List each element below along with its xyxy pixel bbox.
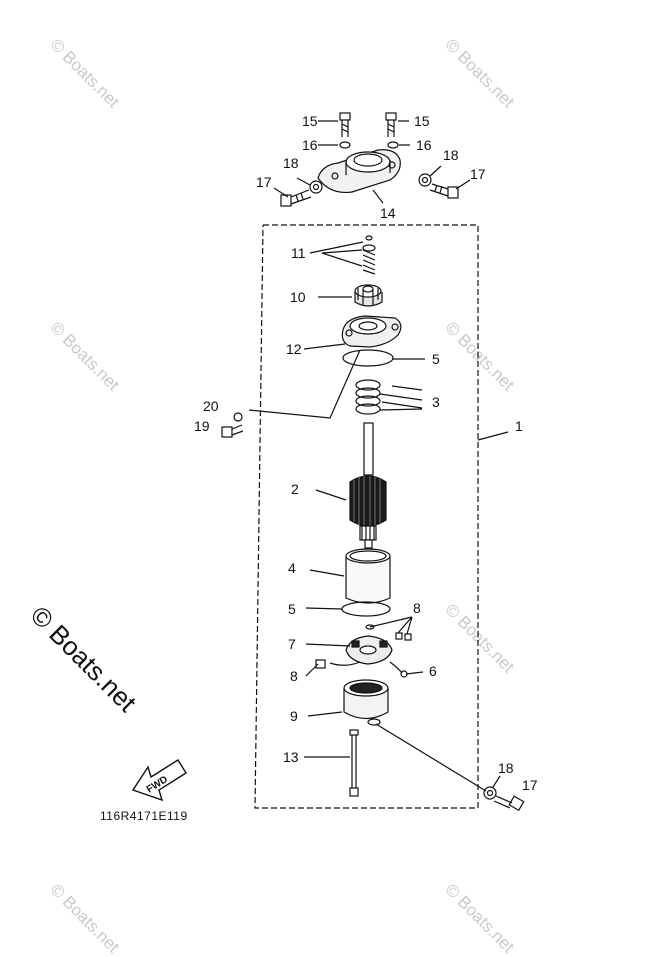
nut-18-right xyxy=(418,173,432,187)
armature-2 xyxy=(349,422,387,549)
callout-11: 11 xyxy=(291,245,306,261)
callout-3: 3 xyxy=(432,394,440,410)
bolt-17-right xyxy=(429,183,459,199)
callout-17: 17 xyxy=(522,777,538,793)
callout-20: 20 xyxy=(203,398,219,414)
fwd-arrow-icon xyxy=(131,759,187,802)
callout-16: 16 xyxy=(302,137,318,153)
upper-housing-12 xyxy=(341,315,402,348)
callout-6: 6 xyxy=(429,663,437,679)
yoke-4 xyxy=(345,548,391,604)
callout-2: 2 xyxy=(291,481,299,497)
top-bracket xyxy=(317,149,401,194)
callout-12: 12 xyxy=(286,341,302,357)
end-cap-9 xyxy=(343,679,389,726)
washer-16-left xyxy=(339,141,351,149)
brush-holder-7 xyxy=(329,635,408,678)
clip xyxy=(365,235,373,241)
callout-5: 5 xyxy=(288,601,296,617)
bolt-15-right xyxy=(385,112,397,137)
callout-18: 18 xyxy=(283,155,299,171)
callout-8: 8 xyxy=(413,600,421,616)
callout-17: 17 xyxy=(256,174,272,190)
callout-17: 17 xyxy=(470,166,486,182)
pinion-10 xyxy=(354,284,383,307)
screw-19 xyxy=(221,424,244,438)
callout-15: 15 xyxy=(302,113,318,129)
callout-19: 19 xyxy=(194,418,210,434)
bolt-17-lower xyxy=(493,795,525,812)
brush-8 xyxy=(395,632,403,640)
clip-8-lower xyxy=(315,659,326,669)
callout-8: 8 xyxy=(290,668,298,684)
washer-16-right xyxy=(387,141,399,149)
callout-18: 18 xyxy=(498,760,514,776)
washer-20 xyxy=(233,412,243,422)
callout-16: 16 xyxy=(416,137,432,153)
o-ring-5-lower xyxy=(341,601,391,617)
callout-15: 15 xyxy=(414,113,430,129)
clip-8 xyxy=(365,624,375,630)
assembly-boundary xyxy=(254,224,479,809)
parts-diagram: © Boats.net © Boats.net © Boats.net © Bo… xyxy=(25,35,538,956)
callout-9: 9 xyxy=(290,708,298,724)
bolt-15-left xyxy=(339,112,351,137)
callout-labels: 15 15 16 16 18 18 17 17 14 11 10 12 5 3 … xyxy=(145,113,538,796)
thrust-washers-3 xyxy=(355,379,381,415)
callout-13: 13 xyxy=(283,749,299,765)
through-bolt-13 xyxy=(349,729,359,797)
callout-10: 10 xyxy=(290,289,306,305)
callout-4: 4 xyxy=(288,560,296,576)
callout-7: 7 xyxy=(288,636,296,652)
brush-8 xyxy=(404,633,412,641)
exploded-view: 15 15 16 16 18 18 17 17 14 11 10 12 5 3 … xyxy=(131,112,538,812)
callout-1: 1 xyxy=(515,418,523,434)
diagram-code: 116R4171E119 xyxy=(100,809,188,823)
o-ring-5 xyxy=(342,349,394,367)
callout-14: 14 xyxy=(380,205,396,221)
bolt-17-left xyxy=(280,189,312,207)
nut-18-lower xyxy=(483,786,497,800)
callout-18: 18 xyxy=(443,147,459,163)
nut-18-left xyxy=(309,180,323,194)
callout-5: 5 xyxy=(432,351,440,367)
spring-11 xyxy=(362,244,376,275)
